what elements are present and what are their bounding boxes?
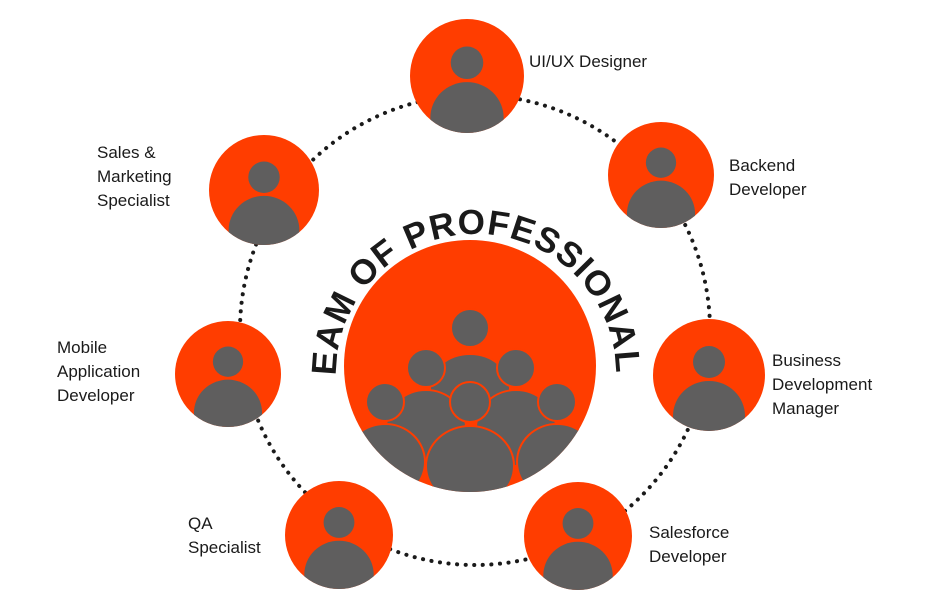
label-line: Developer (649, 547, 727, 566)
person-icon (193, 346, 263, 427)
label-line: Marketing (97, 167, 172, 186)
person-icon (425, 381, 515, 492)
label-backend-developer: Backend Developer (729, 154, 807, 202)
label-line: Development (772, 375, 873, 394)
label-line: UI/UX Designer (529, 52, 648, 71)
label-sales-marketing-specialist: Sales & Marketing Specialist (97, 141, 172, 213)
label-line: Developer (729, 180, 807, 199)
member-node-backend (608, 122, 714, 228)
member-node-bizdev (653, 319, 765, 431)
label-line: Business (772, 351, 841, 370)
member-node-uiux (410, 19, 524, 133)
label-uiux-designer: UI/UX Designer (529, 50, 647, 74)
member-node-qa (285, 481, 393, 589)
team-group-icon (344, 240, 596, 492)
label-mobile-application-developer: Mobile Application Developer (57, 336, 140, 408)
member-nodes (175, 19, 765, 590)
label-line: Salesforce (649, 523, 730, 542)
member-node-mobile (175, 321, 281, 427)
label-line: Specialist (188, 538, 261, 557)
label-business-development-manager: Business Development Manager (772, 349, 872, 421)
person-icon (543, 508, 613, 590)
person-icon (673, 346, 745, 431)
person-icon (304, 507, 374, 589)
label-line: QA (188, 514, 213, 533)
label-line: Developer (57, 386, 135, 405)
label-line: Specialist (97, 191, 170, 210)
person-icon (430, 46, 504, 133)
label-line: Application (57, 362, 141, 381)
label-line: Mobile (57, 338, 108, 357)
person-icon (228, 161, 300, 245)
member-node-sales (209, 135, 319, 245)
label-line: Backend (729, 156, 796, 175)
label-line: Manager (772, 399, 840, 418)
label-line: Sales & (97, 143, 156, 162)
label-salesforce-developer: Salesforce Developer (649, 521, 729, 569)
member-node-salesforce (524, 482, 632, 590)
person-icon (626, 147, 696, 228)
label-qa-specialist: QA Specialist (188, 512, 261, 560)
